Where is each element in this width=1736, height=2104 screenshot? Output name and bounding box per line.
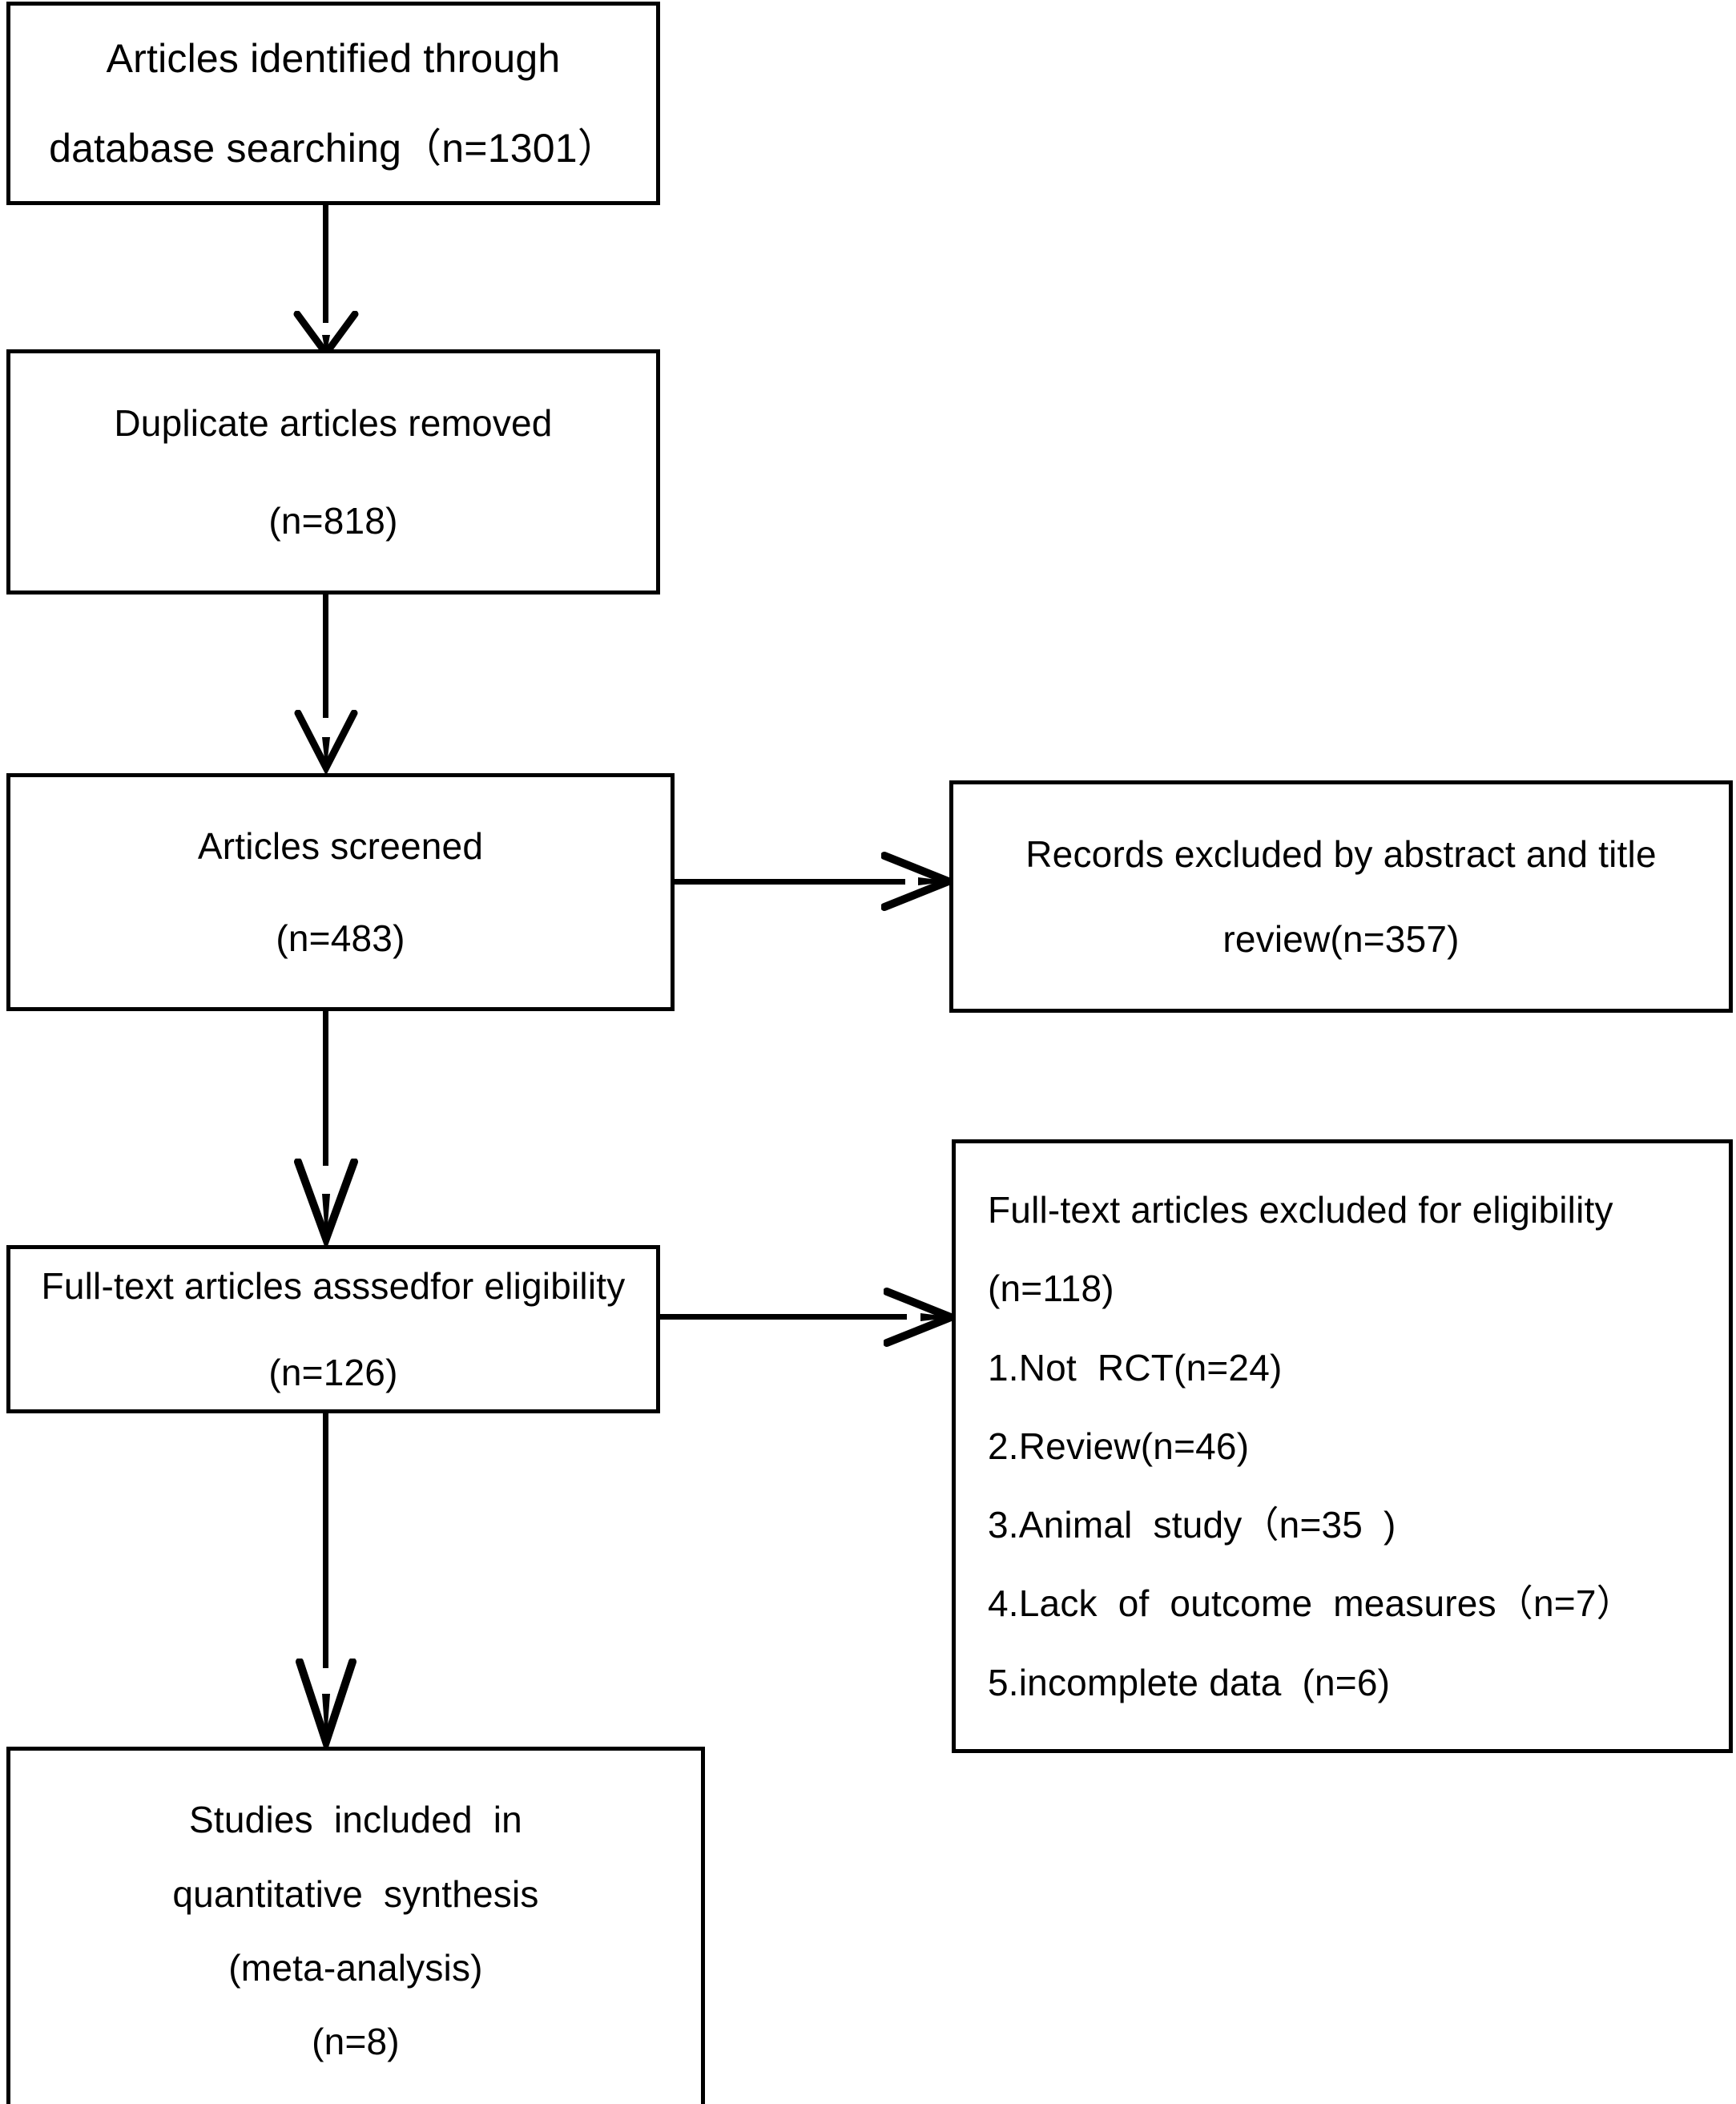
duplicate-removed-line-2: (n=818) (268, 500, 398, 542)
duplicate-articles-removed-box: Duplicate articles removed (n=818) (6, 349, 660, 595)
connector-identified-to-duplicates (323, 203, 328, 323)
connector-assessed-to-excluded-fulltext (659, 1314, 907, 1320)
records-excluded-abstract-title-box: Records excluded by abstract and title r… (949, 780, 1733, 1013)
connector-assessed-to-included (323, 1412, 328, 1668)
spacer (953, 873, 1729, 920)
spacer (10, 1913, 701, 1949)
articles-identified-line-1: Articles identified through (106, 36, 561, 81)
full-text-assessed-line-1: Full-text articles asssedfor eligibility (41, 1264, 626, 1307)
studies-included-line-3: (meta-analysis) (228, 1947, 483, 1989)
full-text-assessed-line-2: (n=126) (268, 1352, 398, 1393)
studies-included-line-4: (n=8) (312, 2021, 400, 2063)
exclusion-reason-1: 1.Not RCT(n=24) (988, 1346, 1283, 1389)
full-text-excluded-box: Full-text articles excluded for eligibil… (952, 1139, 1733, 1753)
records-excluded-line-2: review(n=357) (1222, 918, 1460, 960)
articles-screened-line-1: Articles screened (197, 825, 484, 868)
spacer (956, 1308, 1729, 1348)
spacer (956, 1623, 1729, 1663)
records-excluded-line-1: Records excluded by abstract and title (1025, 832, 1657, 875)
spacer (10, 79, 656, 128)
articles-screened-box: Articles screened (n=483) (6, 773, 675, 1011)
connector-duplicates-to-screened (323, 593, 328, 718)
arrowhead-assessed-to-excluded-fulltext (884, 1287, 957, 1348)
studies-included-box: Studies included in quantitative synthes… (6, 1747, 705, 2104)
exclusion-reason-2: 2.Review(n=46) (988, 1425, 1250, 1467)
spacer (10, 866, 671, 919)
spacer (956, 1544, 1729, 1584)
articles-screened-line-2: (n=483) (276, 917, 405, 959)
spacer (956, 1387, 1729, 1427)
full-text-articles-assessed-box: Full-text articles asssedfor eligibility… (6, 1245, 660, 1413)
spacer (956, 1465, 1729, 1505)
full-text-excluded-line-1: Full-text articles excluded for eligibil… (988, 1188, 1613, 1231)
spacer (10, 1305, 656, 1353)
spacer (956, 1229, 1729, 1269)
studies-included-line-1: Studies included in (189, 1799, 522, 1841)
exclusion-reason-3: 3.Animal study（n=35 ) (988, 1504, 1396, 1546)
spacer (10, 1840, 701, 1875)
articles-identified-box: Articles identified through database sea… (6, 2, 660, 205)
full-text-excluded-line-2: (n=118) (988, 1268, 1114, 1310)
arrowhead-screened-to-excluded-abstract (881, 851, 955, 912)
spacer (10, 442, 656, 502)
connector-screened-to-assessed (323, 1009, 328, 1166)
exclusion-reason-5: 5.incomplete data (n=6) (988, 1661, 1391, 1703)
articles-identified-line-2: database searching（n=1301） (49, 126, 618, 171)
studies-included-line-2: quantitative synthesis (172, 1872, 539, 1915)
connector-screened-to-excluded-abstract (673, 879, 905, 885)
duplicate-removed-line-1: Duplicate articles removed (114, 401, 553, 444)
exclusion-reason-4: 4.Lack of outcome measures（n=7） (988, 1582, 1633, 1625)
spacer (10, 1987, 701, 2022)
